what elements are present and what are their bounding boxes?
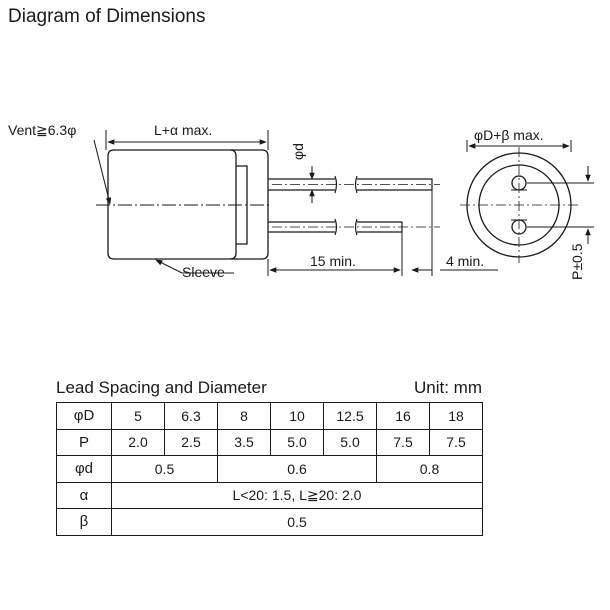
leads <box>268 175 440 236</box>
table-cell: 0.5 <box>111 508 483 536</box>
vent-leader <box>93 139 112 205</box>
row-label: φd <box>56 455 112 483</box>
table-cell: 5.0 <box>270 428 324 456</box>
table-cell: 18 <box>429 402 483 430</box>
table-cell: L<20: 1.5, L≧20: 2.0 <box>111 481 483 509</box>
row-label: φD <box>56 402 112 430</box>
lead-upper <box>268 178 433 191</box>
vent-label: Vent≧6.3φ <box>8 122 76 138</box>
capacitor-end-view <box>460 147 578 263</box>
row-label: P <box>56 428 112 456</box>
capacitor-body <box>107 149 237 260</box>
table-row-alpha: α L<20: 1.5, L≧20: 2.0 <box>56 481 483 509</box>
lead-spacing-table: φD 5 6.3 8 10 12.5 16 18 P 2.0 2.5 3.5 5… <box>56 402 483 536</box>
table-cell: 6.3 <box>164 402 218 430</box>
table-cell: 2.0 <box>111 428 165 456</box>
row-label: α <box>56 481 112 509</box>
table-cell: 12.5 <box>323 402 377 430</box>
table-cell: 0.6 <box>217 455 377 483</box>
pitch-label: P±0.5 <box>569 243 585 280</box>
table-cell: 3.5 <box>217 428 271 456</box>
lead-break-marks <box>334 175 358 236</box>
unit-label: Unit: mm <box>414 378 482 397</box>
body-diameter-label: φD+β max. <box>474 127 544 143</box>
row-label: β <box>56 508 112 536</box>
table-cell: 5.0 <box>323 428 377 456</box>
table-row-diameter: φD 5 6.3 8 10 12.5 16 18 <box>56 402 483 430</box>
table-cell: 0.5 <box>111 455 218 483</box>
table-caption: Lead Spacing and Diameter <box>56 378 267 397</box>
pitch-dimension <box>527 166 594 244</box>
length-dimension <box>105 130 269 150</box>
table-row-pitch: P 2.0 2.5 3.5 5.0 5.0 7.5 7.5 <box>56 428 483 456</box>
sleeve-label: Sleeve <box>182 264 225 280</box>
table-row-beta: β 0.5 <box>56 508 483 536</box>
lead-diameter-label: φd <box>290 143 306 160</box>
sleeve-outline <box>230 149 269 260</box>
table-cell: 16 <box>376 402 430 430</box>
table-cell: 8 <box>217 402 271 430</box>
lead-bend-label: 4 min. <box>446 253 484 269</box>
capacitor-side-view <box>96 149 272 260</box>
lead-length-label: 15 min. <box>310 253 356 269</box>
table-cell: 0.8 <box>376 455 483 483</box>
table-cell: 5 <box>111 402 165 430</box>
table-cell: 10 <box>270 402 324 430</box>
body-diameter-dimension <box>466 140 572 152</box>
table-row-lead-diameter: φd 0.5 0.6 0.8 <box>56 455 483 483</box>
sleeve-leader <box>155 259 183 274</box>
table-cell: 2.5 <box>164 428 218 456</box>
lead-length-dimension <box>267 190 498 276</box>
table-cell: 7.5 <box>429 428 483 456</box>
length-label: L+α max. <box>154 122 212 138</box>
table-caption-row: Lead Spacing and Diameter Unit: mm <box>56 378 484 398</box>
dimension-diagram: L+α max. Vent≧6.3φ Sleeve φd 15 min. 4 m… <box>8 122 594 280</box>
table-cell: 7.5 <box>376 428 430 456</box>
page-title: Diagram of Dimensions <box>8 6 206 27</box>
